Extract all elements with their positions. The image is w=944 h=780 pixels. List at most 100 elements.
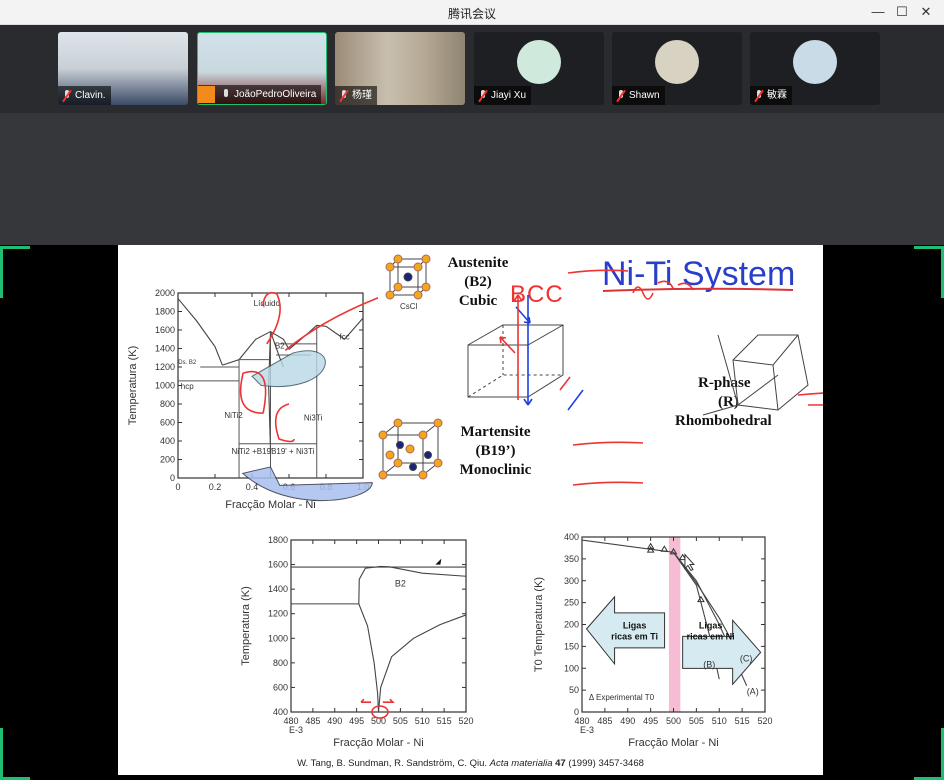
maximize-button[interactable]: ☐ <box>896 4 908 19</box>
martensite-structure: Monoclinic <box>459 462 532 478</box>
experimental-point <box>646 546 655 553</box>
y-tick-label: 600 <box>273 682 288 692</box>
close-button[interactable]: ✕ <box>920 4 932 19</box>
handwritten-annotation <box>262 291 378 351</box>
handwritten-underlines <box>567 269 823 486</box>
arrow-ti-rich-shape <box>585 595 666 666</box>
arrow-ni-rich-text: Ligas <box>699 620 723 630</box>
austenite-label: Austenite (B2) Cubic <box>438 254 518 311</box>
region-label: B2 <box>395 579 406 589</box>
rphase-structure: Rhombohedral <box>675 413 772 429</box>
x-tick-label: 490 <box>327 716 342 726</box>
handwritten-annotation <box>239 370 295 443</box>
minimize-button[interactable]: — <box>871 4 885 19</box>
y-tick-label: 1400 <box>268 584 288 594</box>
x-tick-label: 480 <box>283 716 298 726</box>
experimental-point <box>646 542 655 550</box>
x-tick-label: 510 <box>415 716 430 726</box>
window-title: 腾讯会议 <box>447 7 496 21</box>
participant-name: Shawn <box>629 90 660 101</box>
series-line-solvusright <box>377 614 467 713</box>
y-tick-label: 150 <box>564 641 579 651</box>
series-line-liquidusleft <box>177 298 223 366</box>
y-tick-label: 1200 <box>155 362 175 372</box>
citation: W. Tang, B. Sundman, R. Sandström, C. Qi… <box>118 758 823 769</box>
participant-strip: Clavin. JoãoPedroOliveira 杨瑾 Jiayi Xu Sh… <box>0 25 944 113</box>
phase-label: Líquido <box>254 299 281 308</box>
curved-arrow <box>241 466 373 502</box>
y-axis-label: Temperatura (K) <box>240 586 252 665</box>
citation-authors: W. Tang, B. Sundman, R. Sandström, C. Qi… <box>297 758 490 769</box>
participant-tile[interactable]: Jiayi Xu <box>474 32 604 105</box>
rhombohedral-cell <box>702 334 809 416</box>
y-tick-label: 600 <box>160 418 175 428</box>
participant-name: 杨瑾 <box>352 90 372 101</box>
experimental-point <box>697 595 705 603</box>
x-axis-label: Fracção Molar - Ni <box>225 499 315 511</box>
participant-tile[interactable]: JoãoPedroOliveira <box>197 32 327 105</box>
citation-journal: Acta materialia <box>489 758 553 769</box>
x-tick-label: 495 <box>643 716 658 726</box>
martensite-label: Martensite (B19’) Monoclinic <box>453 423 538 480</box>
y-axis-label: Temperatura (K) <box>127 346 139 425</box>
arrow-ti-rich-text: ricas em Ti <box>611 631 658 641</box>
experimental-point <box>669 547 678 555</box>
y-tick-label: 400 <box>273 707 288 717</box>
avatar <box>655 40 699 84</box>
y-tick-label: 1400 <box>155 344 175 354</box>
y-tick-label: 1800 <box>155 307 175 317</box>
transformation-arrows <box>499 294 584 411</box>
phase-label: NiTi2 +B19' <box>231 447 273 456</box>
mic-muted-icon <box>478 89 488 102</box>
y-tick-label: 200 <box>160 455 175 465</box>
handwritten-annotation <box>360 698 395 719</box>
participant-name: Jiayi Xu <box>491 90 527 101</box>
participant-tile[interactable]: Clavin. <box>58 32 188 105</box>
highlight-band <box>668 537 681 712</box>
martensite-name: Martensite <box>460 424 531 440</box>
x-tick-label: 505 <box>393 716 408 726</box>
x-tick-label: 500 <box>666 716 681 726</box>
title-bar: 腾讯会议 — ☐ ✕ <box>0 0 944 25</box>
x-axis-label: Fracção Molar - Ni <box>628 737 718 749</box>
phase-label: B2 <box>275 342 285 351</box>
x-tick-label: 510 <box>712 716 727 726</box>
slide-title: Ni-Ti System <box>602 255 796 293</box>
meeting-background <box>0 113 944 245</box>
y-tick-label: 300 <box>564 576 579 586</box>
x-tick-label: 500 <box>371 716 386 726</box>
mic-muted-icon <box>754 89 764 102</box>
x-tick-label: 505 <box>689 716 704 726</box>
y-axis-label: T0 Temperatura (K) <box>533 577 545 672</box>
participant-name: 敏霖 <box>767 90 787 101</box>
curved-arrow <box>251 350 326 388</box>
y-tick-label: 0 <box>574 707 579 717</box>
mic-icon <box>221 88 231 101</box>
y-tick-label: 200 <box>564 620 579 630</box>
x-tick-label: 520 <box>458 716 473 726</box>
phase-label: fcc <box>339 332 349 341</box>
x-tick-label: 480 <box>574 716 589 726</box>
participant-tile[interactable]: 敏霖 <box>750 32 880 105</box>
y-tick-label: 1200 <box>268 609 288 619</box>
x-tick-label: 490 <box>620 716 635 726</box>
x-tick-label: 0.4 <box>246 482 259 492</box>
series-line-liquidusmid <box>222 330 290 366</box>
share-frame-corner <box>914 246 944 298</box>
x-tick-label: 0 <box>175 482 180 492</box>
series-label: (A) <box>747 687 759 697</box>
x-axis-label: Fracção Molar - Ni <box>333 737 423 749</box>
y-tick-label: 800 <box>160 399 175 409</box>
x-multiplier: E-3 <box>289 725 303 735</box>
y-tick-label: 2000 <box>155 288 175 298</box>
x-tick-label: 485 <box>597 716 612 726</box>
cscl-label: CsCl <box>400 302 418 311</box>
rphase-name: R-phase <box>698 375 751 391</box>
participant-tile[interactable]: 杨瑾 <box>335 32 465 105</box>
participant-tile[interactable]: Shawn <box>612 32 742 105</box>
experimental-point <box>660 545 669 552</box>
x-tick-label: 515 <box>437 716 452 726</box>
series-line-upperright <box>389 566 467 577</box>
avatar <box>793 40 837 84</box>
